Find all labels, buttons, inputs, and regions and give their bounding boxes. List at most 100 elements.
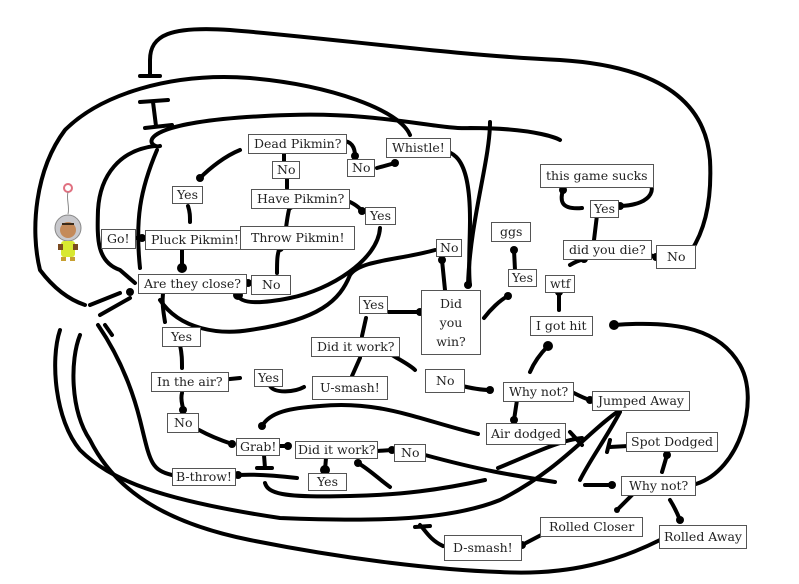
node-whistle: Whistle! xyxy=(386,138,451,158)
arrowhead xyxy=(391,159,399,167)
node-rolled-away: Rolled Away xyxy=(659,525,747,549)
edge-die-yes xyxy=(592,213,599,242)
edge-whynot2-closer xyxy=(615,492,635,512)
node-dead-pikmin: Dead Pikmin? xyxy=(248,134,348,154)
edge-lower-loop xyxy=(263,478,487,499)
node-rolled-closer: Rolled Closer xyxy=(540,517,644,537)
arrowhead xyxy=(234,471,242,479)
edge-tee2 xyxy=(138,98,174,130)
edge-close-up-left xyxy=(88,291,132,337)
node-in-the-air: In the air? xyxy=(151,372,229,392)
node-did-you-win: Did you win? xyxy=(421,290,481,355)
node-air-no: No xyxy=(167,413,200,433)
node-die-no: No xyxy=(656,245,697,269)
node-close-yes: Yes xyxy=(162,327,201,347)
edge-yes-air xyxy=(178,343,184,370)
node-work1-no: No xyxy=(425,369,466,393)
edge-win-no-close xyxy=(158,248,437,334)
node-spot-dodged: Spot Dodged xyxy=(626,432,719,452)
arrowhead xyxy=(486,386,494,394)
node-wtf: wtf xyxy=(545,275,576,293)
node-close-no: No xyxy=(251,275,292,295)
node-this-game-sucks: this game sucks xyxy=(540,164,654,188)
olimar-character xyxy=(52,180,86,266)
edge-grab-tee xyxy=(255,453,274,470)
node-grab: Grab! xyxy=(236,438,281,456)
node-b-throw: B-throw! xyxy=(172,468,236,486)
node-work2-no: No xyxy=(394,444,427,462)
node-did-you-die: did you die? xyxy=(563,240,652,260)
edge-yes-pluck xyxy=(186,204,192,224)
node-dead-no: No xyxy=(347,159,376,177)
node-dead-yes: Yes xyxy=(172,186,203,204)
arrowhead xyxy=(358,207,366,215)
edge-no2-loop xyxy=(423,453,557,484)
arrowhead xyxy=(464,281,472,289)
edge-work-no xyxy=(390,353,417,372)
edge-win-no xyxy=(440,258,447,292)
node-are-they-close: Are they close? xyxy=(138,274,247,294)
edge-airdodged-grab xyxy=(260,402,480,436)
edge-outer-lower xyxy=(71,333,662,575)
node-work2-yes: Yes xyxy=(308,473,347,491)
node-jumped-away: Jumped Away xyxy=(592,391,690,411)
node-win-yes: Yes xyxy=(508,269,537,287)
node-die-yes: Yes xyxy=(590,200,619,218)
edge-work2-back xyxy=(356,461,392,489)
node-ggs: ggs xyxy=(491,222,532,242)
edge-bthrow-up xyxy=(96,323,174,477)
olimar-icon xyxy=(54,183,82,261)
edge-win-yes xyxy=(482,294,510,320)
arrowhead xyxy=(608,481,616,489)
node-work1-yes: Yes xyxy=(359,296,388,314)
node-did-it-work-2: Did it work? xyxy=(295,441,379,459)
node-air-dodged: Air dodged xyxy=(486,423,566,445)
node-have-yes: Yes xyxy=(365,207,396,225)
edge-whistle-win xyxy=(466,120,492,287)
edge-inner-loop xyxy=(149,112,562,149)
arrowhead xyxy=(559,186,567,194)
node-i-got-hit: I got hit xyxy=(530,316,593,336)
node-why-not-1: Why not? xyxy=(503,382,575,402)
edge-usmash-work xyxy=(350,356,362,378)
arrowhead xyxy=(196,174,204,182)
arrowhead xyxy=(354,459,362,467)
arrowhead xyxy=(228,440,236,448)
arrowhead xyxy=(177,263,187,273)
arrowhead xyxy=(510,246,518,254)
edge-die-no-loop xyxy=(148,27,713,253)
edge-close-yes xyxy=(160,291,167,324)
arrowhead xyxy=(504,292,512,300)
node-why-not-2: Why not? xyxy=(621,476,697,496)
node-throw-pikmin: Throw Pikmin! xyxy=(240,226,356,250)
edge-dsmash-tee xyxy=(413,523,445,548)
node-air-yes: Yes xyxy=(254,369,283,387)
arrowhead xyxy=(676,516,684,524)
edge-jumped-down xyxy=(578,410,622,482)
arrowhead xyxy=(126,288,134,296)
arrowhead xyxy=(614,507,620,513)
arrowhead xyxy=(510,416,518,424)
arrowhead xyxy=(258,422,266,430)
edge-win-loop xyxy=(398,148,472,287)
arrowhead xyxy=(609,320,619,330)
edge-inner-left xyxy=(95,144,157,285)
arrowhead xyxy=(351,152,359,160)
arrowhead xyxy=(320,465,330,475)
edge-yes-close xyxy=(236,226,382,305)
node-win-no: No xyxy=(436,239,463,257)
arrowhead xyxy=(663,451,671,459)
edge-work-yes xyxy=(360,316,368,338)
arrowhead xyxy=(179,406,187,414)
edge-dead-yes xyxy=(198,148,242,180)
node-have-no: No xyxy=(272,161,301,179)
arrowhead xyxy=(543,341,553,351)
arrowhead xyxy=(284,442,292,450)
node-d-smash: D-smash! xyxy=(444,535,522,561)
edge-long-lower xyxy=(53,328,622,522)
node-pluck-pikmin: Pluck Pikmin! xyxy=(145,230,245,250)
edge-to-close-left xyxy=(136,148,159,270)
edge-yes-bthrow xyxy=(236,472,299,480)
arrowhead xyxy=(438,256,446,264)
